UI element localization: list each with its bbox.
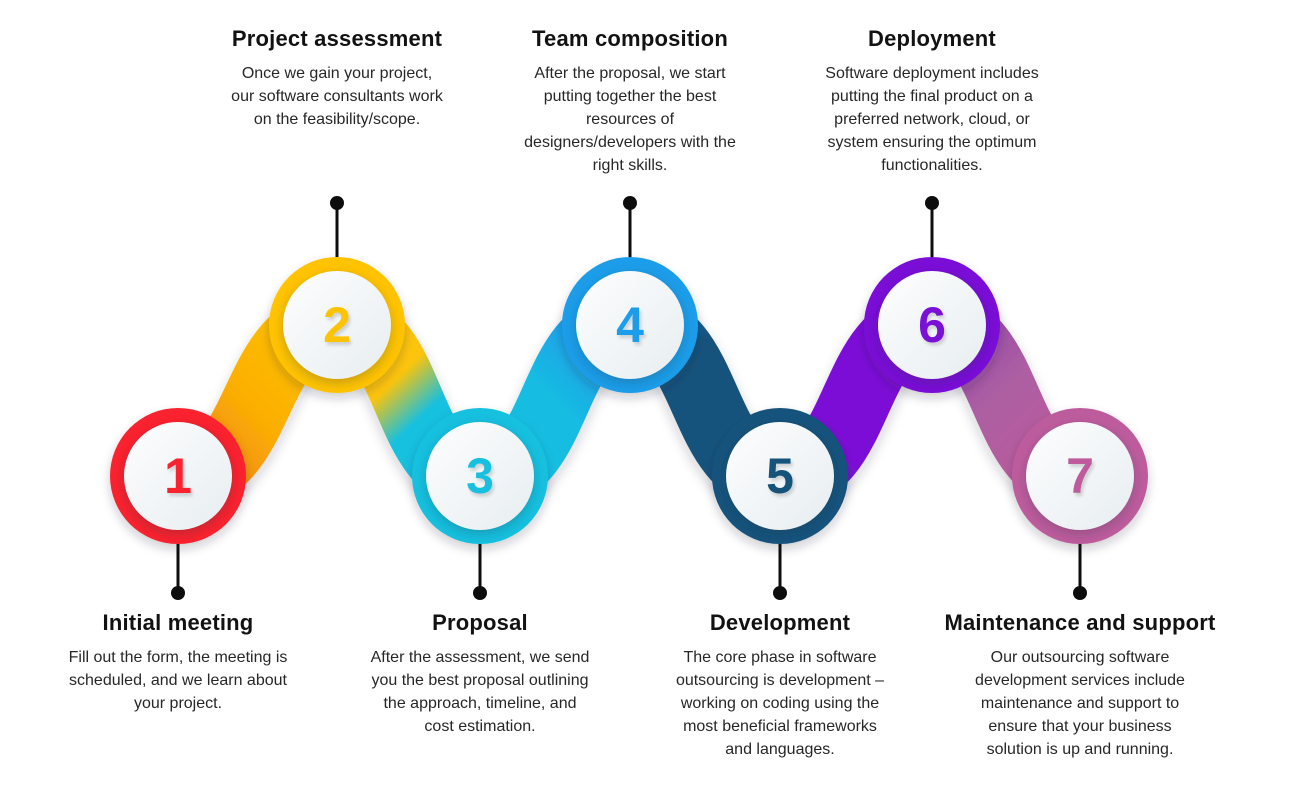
step-inner-circle: [576, 271, 684, 379]
step-number: 3: [466, 448, 494, 504]
step-description: After the proposal, we start putting tog…: [524, 65, 736, 174]
stem-dot: [473, 586, 487, 600]
step-label: Deployment: [868, 26, 996, 51]
stems: [171, 196, 1087, 600]
stem-dot: [330, 196, 344, 210]
step-inner-circle: [283, 271, 391, 379]
stem-dot: [171, 586, 185, 600]
step-description: Software deployment includes putting the…: [825, 65, 1039, 174]
stem-dot: [773, 586, 787, 600]
step-text-block-team-composition: Team composition After the proposal, we …: [485, 26, 775, 177]
step-label: Proposal: [432, 610, 528, 635]
step-description: Fill out the form, the meeting is schedu…: [68, 649, 288, 712]
step-text-block-development: Development The core phase in software o…: [637, 610, 923, 761]
step-description: Once we gain your project, our software …: [231, 65, 443, 128]
step-text-block-deployment: Deployment Software deployment includes …: [782, 26, 1082, 177]
step-text-block-project-assessment: Project assessment Once we gain your pro…: [187, 26, 487, 131]
step-inner-circle: [878, 271, 986, 379]
step-description: The core phase in software outsourcing i…: [675, 649, 885, 758]
step-inner-circle: [124, 422, 232, 530]
step-text-block-maintenance-and-support: Maintenance and support Our outsourcing …: [918, 610, 1242, 761]
step-inner-circle: [426, 422, 534, 530]
step-label: Initial meeting: [102, 610, 254, 635]
step-circles: [110, 257, 1148, 544]
step-number: 7: [1066, 448, 1094, 504]
step-number: 1: [164, 448, 192, 504]
step-number: 5: [766, 448, 794, 504]
step-label: Project assessment: [231, 26, 443, 51]
step-inner-circle: [1026, 422, 1134, 530]
step-text-block-proposal: Proposal After the assessment, we send y…: [330, 610, 630, 738]
step-number: 6: [918, 297, 946, 353]
step-number: 2: [323, 297, 351, 353]
step-inner-circle: [726, 422, 834, 530]
stem-dot: [925, 196, 939, 210]
step-label: Maintenance and support: [944, 610, 1216, 635]
step-text-block-initial-meeting: Initial meeting Fill out the form, the m…: [28, 610, 328, 715]
step-number: 4: [616, 297, 644, 353]
step-description: After the assessment, we send you the be…: [370, 649, 590, 735]
step-description: Our outsourcing software development ser…: [975, 649, 1185, 758]
step-label: Development: [709, 610, 851, 635]
stem-dot: [1073, 586, 1087, 600]
step-label: Team composition: [532, 26, 728, 51]
stem-dot: [623, 196, 637, 210]
